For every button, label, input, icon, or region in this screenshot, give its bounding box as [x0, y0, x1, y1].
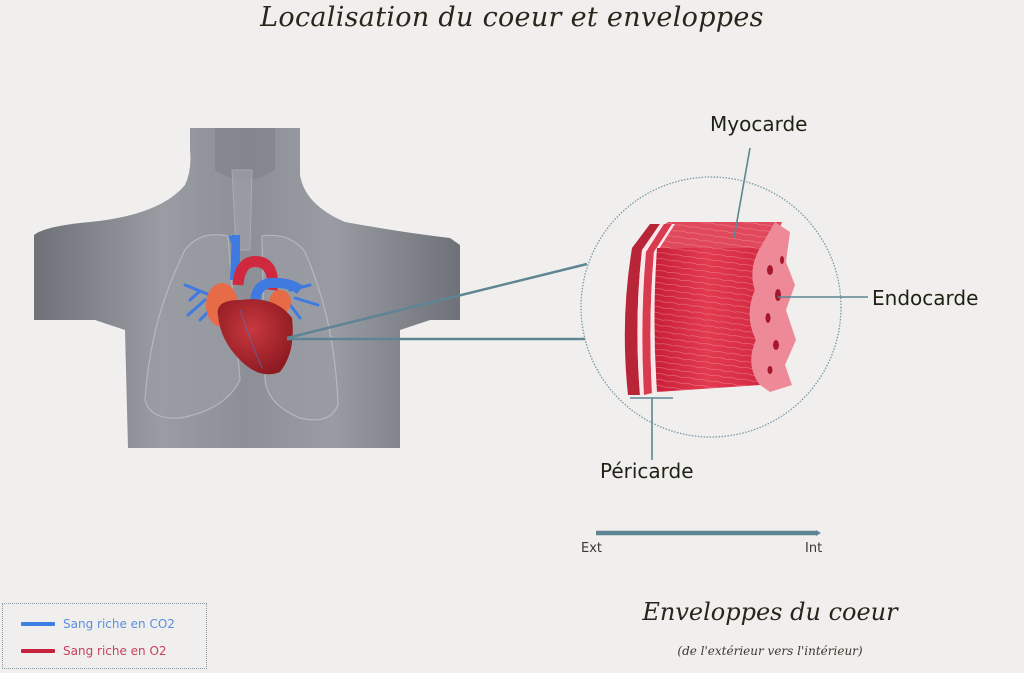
blue-line-icon [21, 622, 55, 626]
label-leader-lines [630, 147, 868, 460]
section-subtitle-note: (de l'extérieur vers l'intérieur) [677, 644, 863, 658]
endocarde-label: Endocarde [872, 286, 979, 310]
legend: Sang riche en CO2 Sang riche en O2 [2, 603, 207, 669]
section-subtitle: Enveloppes du coeur [642, 598, 898, 626]
axis-start-label: Ext [581, 541, 603, 556]
legend-label: Sang riche en CO2 [63, 617, 175, 631]
heart-wall-cross-section [624, 222, 796, 395]
pericarde-label: Péricarde [600, 459, 694, 483]
legend-label: Sang riche en O2 [63, 644, 167, 658]
legend-item-co2: Sang riche en CO2 [21, 617, 175, 631]
page-title: Localisation du coeur et enveloppes [260, 2, 764, 33]
zoom-connector-lines [286, 262, 588, 341]
magnifier-circle [580, 176, 842, 438]
legend-item-o2: Sang riche en O2 [21, 644, 167, 658]
red-line-icon [21, 649, 55, 653]
myocarde-label: Myocarde [710, 112, 808, 136]
torso-illustration [34, 128, 460, 448]
heart-illustration [183, 235, 320, 375]
axis-end-label: Int [805, 541, 823, 556]
ext-int-axis [596, 530, 821, 536]
